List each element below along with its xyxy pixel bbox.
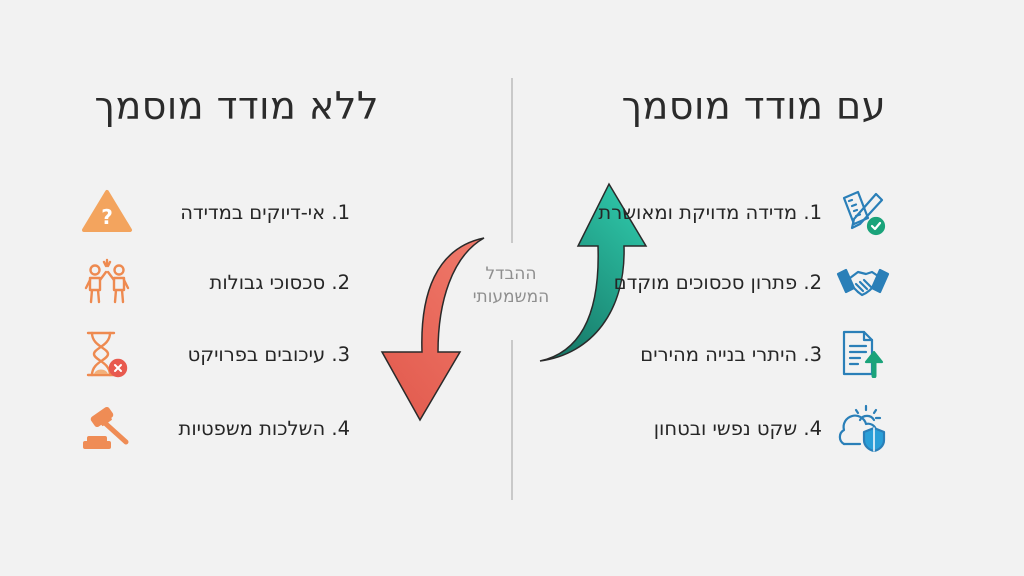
difference-label-line1: ההבדל [485, 264, 537, 284]
without-item-1-label: 1. אי-דיוקים במדידה [180, 200, 350, 224]
svg-text:?: ? [101, 205, 113, 229]
without-item-1: 1. אי-דיוקים במדידה ? [4, 188, 374, 236]
with-surveyor-title: עם מודד מוסמך [621, 84, 886, 128]
without-item-3-label: 3. עיכובים בפרויקט [187, 342, 350, 366]
hourglass-x-icon [4, 330, 128, 378]
down-arrow-icon [380, 237, 485, 422]
with-item-2: 2. פתרון סכסוכים מוקדם [520, 258, 890, 306]
with-item-4: 4. שקט נפשי ובטחון [520, 404, 890, 452]
gavel-icon [4, 404, 129, 452]
without-item-2: 2. סכסוכי גבולות [4, 258, 374, 306]
without-item-3: 3. עיכובים בפרויקט [4, 330, 374, 378]
with-item-3-label: 3. היתרי בנייה מהירים [640, 342, 822, 366]
difference-label-line2: המשמעותי [472, 287, 550, 307]
with-item-2-label: 2. פתרון סכסוכים מוקדם [613, 270, 822, 294]
cloud-shield-icon [836, 404, 890, 452]
divider-bottom [511, 340, 513, 500]
without-item-4-label: 4. השלכות משפטיות [178, 416, 350, 440]
ruler-pencil-check-icon [836, 188, 890, 236]
with-item-1: 1. מדידה מדויקת ומאושרת [520, 188, 890, 236]
handshake-icon [836, 258, 890, 306]
with-item-1-label: 1. מדידה מדויקת ומאושרת [598, 200, 822, 224]
up-arrow-icon [539, 182, 648, 362]
difference-label: ההבדל המשמעותי [452, 263, 570, 309]
document-upload-icon [836, 330, 890, 378]
with-item-3: 3. היתרי בנייה מהירים [520, 330, 890, 378]
divider-top [511, 78, 513, 243]
warning-question-icon: ? [4, 188, 132, 236]
without-item-4: 4. השלכות משפטיות [4, 404, 374, 452]
without-surveyor-title: ללא מודד מוסמך [94, 84, 379, 128]
arguing-people-icon [4, 258, 130, 306]
with-item-4-label: 4. שקט נפשי ובטחון [653, 416, 822, 440]
without-item-2-label: 2. סכסוכי גבולות [209, 270, 350, 294]
